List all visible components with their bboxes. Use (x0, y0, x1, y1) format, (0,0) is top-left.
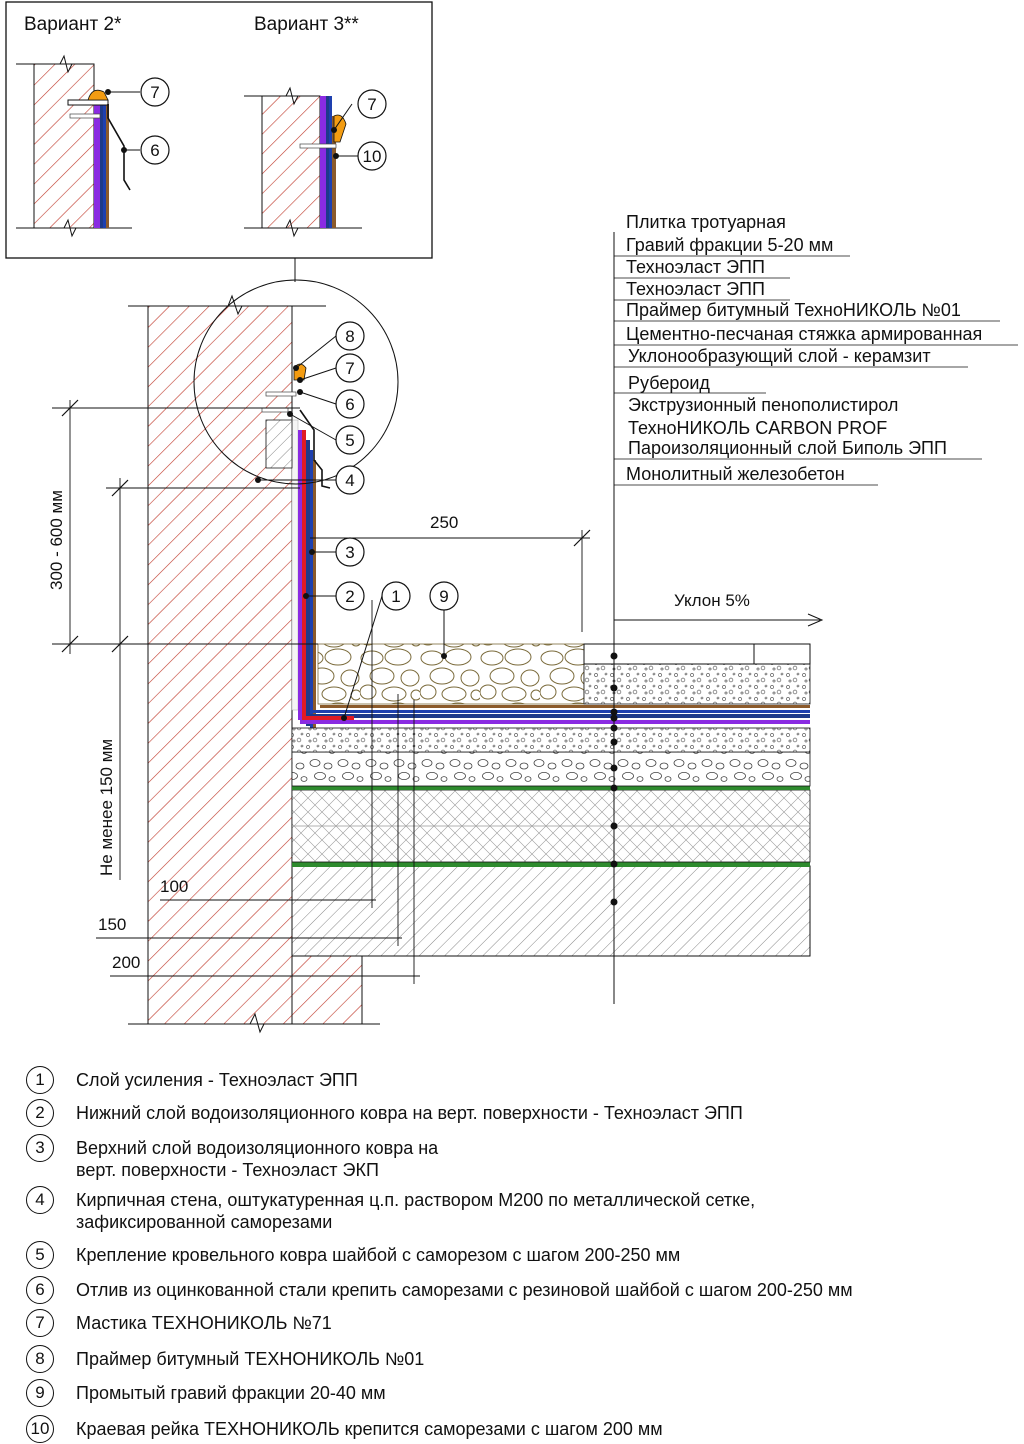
layer-label-2: Гравий фракции 5-20 мм (626, 235, 833, 255)
layer-label-7: Уклонообразующий слой - керамзит (628, 346, 931, 366)
legend-number: 8 (26, 1345, 54, 1373)
dimension-200: 200 (112, 953, 140, 972)
legend-number: 4 (26, 1186, 54, 1214)
legend-item-3: 3 Верхний слой водоизоляционного ковра н… (26, 1134, 1016, 1181)
variant-2-sketch: 7 6 (16, 54, 170, 238)
layer-label-6: Цементно-песчаная стяжка армированная (626, 324, 982, 344)
layer-label-11: Пароизоляционный слой Биполь ЭПП (628, 438, 947, 458)
legend-number: 2 (26, 1099, 54, 1127)
callout-6-variant2 (140, 135, 170, 165)
dimension-min-height: Не менее 150 мм (97, 739, 116, 876)
legend-item-5: 5 Крепление кровельного ковра шайбой с с… (26, 1241, 1016, 1269)
svg-text:8: 8 (345, 327, 354, 346)
callout-7 (335, 353, 365, 383)
inset-detail-frame: Вариант 2* Вариант 3** 7 6 (5, 1, 433, 259)
svg-text:7: 7 (150, 83, 159, 102)
callout-10-variant3 (357, 141, 387, 171)
legend-text: Верхний слой водоизоляционного ковра на … (76, 1138, 439, 1180)
layer-label-12: Монолитный железобетон (626, 464, 845, 484)
callout-3 (335, 537, 365, 567)
legend-number: 3 (26, 1134, 54, 1162)
svg-text:7: 7 (345, 359, 354, 378)
legend-number: 9 (26, 1379, 54, 1407)
svg-text:2: 2 (345, 587, 354, 606)
wall-waterproofing (261, 363, 331, 734)
legend-number: 10 (26, 1415, 54, 1443)
callout-9 (429, 581, 459, 611)
callout-7-variant3 (357, 89, 387, 119)
dimension-lines: 300 - 600 мм Не менее 150 мм 250 100 150… (47, 399, 824, 984)
layer-labels: Плитка тротуарная Гравий фракции 5-20 мм… (614, 212, 1018, 486)
detail-highlight-circle (193, 279, 399, 485)
legend-text: Слой усиления - Техноэласт ЭПП (76, 1070, 358, 1090)
callout-8 (335, 321, 365, 351)
variant-2-title: Вариант 2* (24, 14, 122, 35)
callout-6 (335, 389, 365, 419)
legend-text: Нижний слой водоизоляционного ковра на в… (76, 1103, 743, 1123)
svg-text:3: 3 (345, 543, 354, 562)
svg-text:1: 1 (391, 587, 400, 606)
layer-label-1: Плитка тротуарная (626, 212, 786, 232)
svg-text:6: 6 (345, 395, 354, 414)
legend-item-9: 9 Промытый гравий фракции 20-40 мм (26, 1379, 1016, 1407)
svg-text:6: 6 (150, 141, 159, 160)
callout-2 (335, 581, 365, 611)
dimension-150: 150 (98, 915, 126, 934)
legend-text: Промытый гравий фракции 20-40 мм (76, 1383, 386, 1403)
slope-label: Уклон 5% (674, 591, 750, 610)
legend-text: Праймер битумный ТЕХНОНИКОЛЬ №01 (76, 1349, 425, 1369)
legend-number: 6 (26, 1276, 54, 1304)
legend-item-10: 10 Краевая рейка ТЕХНОНИКОЛЬ крепится са… (26, 1415, 1016, 1443)
layer-label-9: Экструзионный пенополистирол (628, 395, 898, 415)
variant-3-title: Вариант 3** (254, 14, 359, 35)
roof-parapet-detail-drawing: Вариант 2* Вариант 3** 7 6 (5, 1, 1018, 1034)
legend-text: Мастика ТЕХНОНИКОЛЬ №71 (76, 1313, 332, 1333)
callout-5 (335, 425, 365, 455)
layer-label-5: Праймер битумный ТехноНИКОЛЬ №01 (626, 300, 961, 320)
layer-label-4: Техноэласт ЭПП (626, 279, 765, 299)
legend-number: 5 (26, 1241, 54, 1269)
legend-text: Крепление кровельного ковра шайбой с сам… (76, 1245, 681, 1265)
legend-text: Краевая рейка ТЕХНОНИКОЛЬ крепится самор… (76, 1419, 663, 1439)
roof-layers (291, 643, 811, 957)
dimension-height-range: 300 - 600 мм (47, 490, 66, 590)
legend-list: 1 Слой усиления - Техноэласт ЭПП 2 Нижни… (0, 1060, 1024, 1444)
svg-text:4: 4 (345, 471, 354, 490)
legend-item-8: 8 Праймер битумный ТЕХНОНИКОЛЬ №01 (26, 1345, 1016, 1373)
layer-label-3: Техноэласт ЭПП (626, 257, 765, 277)
layer-leader (610, 232, 618, 1004)
callout-7-variant2 (140, 77, 170, 107)
legend-item-6: 6 Отлив из оцинкованной стали крепить са… (26, 1276, 1016, 1304)
dimension-250: 250 (430, 513, 458, 532)
variant-3-sketch: 7 10 (244, 86, 387, 238)
legend-item-1: 1 Слой усиления - Техноэласт ЭПП (26, 1066, 1016, 1094)
dimension-100: 100 (160, 877, 188, 896)
legend-text: Кирпичная стена, оштукатуренная ц.п. рас… (76, 1190, 756, 1232)
main-callouts: 8 7 6 5 4 3 2 1 9 (255, 321, 459, 721)
legend-number: 1 (26, 1066, 54, 1094)
layer-label-10: ТехноНИКОЛЬ CARBON PROF (628, 418, 887, 438)
svg-text:7: 7 (367, 95, 376, 114)
layer-label-8: Рубероид (628, 373, 710, 393)
callout-4 (335, 465, 365, 495)
svg-text:9: 9 (439, 587, 448, 606)
callout-1 (381, 581, 411, 611)
legend-item-2: 2 Нижний слой водоизоляционного ковра на… (26, 1099, 1016, 1127)
svg-text:5: 5 (345, 431, 354, 450)
svg-text:10: 10 (363, 147, 382, 166)
legend-text: Отлив из оцинкованной стали крепить само… (76, 1280, 853, 1300)
legend-item-7: 7 Мастика ТЕХНОНИКОЛЬ №71 (26, 1309, 1016, 1337)
legend-item-4: 4 Кирпичная стена, оштукатуренная ц.п. р… (26, 1186, 1016, 1233)
legend-number: 7 (26, 1309, 54, 1337)
